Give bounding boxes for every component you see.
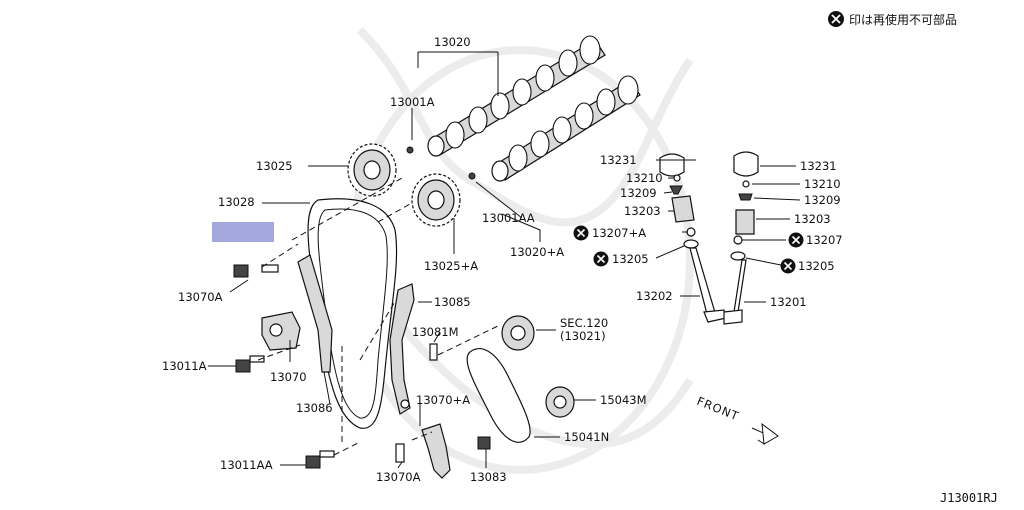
- label-13205-right: 13205: [798, 259, 835, 273]
- camshaft-intake: [491, 75, 641, 182]
- bolt-13070a-top: [233, 264, 279, 278]
- tensioner-13070: [261, 311, 301, 351]
- dowel-pin: [406, 146, 414, 154]
- leader-lines: [208, 51, 801, 469]
- label-13205-left: 13205: [612, 252, 649, 266]
- label-13070a-top: 13070A: [178, 290, 223, 304]
- label-13207-left: 13207+A: [592, 226, 646, 240]
- camshaft-exhaust: [427, 35, 606, 157]
- diagram-code: J13001RJ: [940, 491, 998, 505]
- non-reusable-markers: [573, 225, 804, 274]
- label-sec120: SEC.120: [560, 316, 608, 330]
- sprocket-13025: [347, 143, 397, 197]
- sprocket-13025a: [411, 173, 461, 227]
- label-13201: 13201: [770, 295, 807, 309]
- tensioner-13070a: [421, 423, 451, 479]
- x-circle-icon: [788, 232, 804, 248]
- label-13070a-bottom: 13070A: [376, 470, 421, 484]
- label-13085: 13085: [434, 295, 471, 309]
- x-circle-icon: [780, 258, 796, 274]
- label-13025: 13025: [256, 159, 293, 173]
- pin-13081m: [429, 343, 438, 361]
- label-13209-left: 13209: [620, 186, 657, 200]
- label-13070a-plus: 13070+A: [416, 393, 470, 407]
- label-13203-left: 13203: [624, 204, 661, 218]
- label-13083: 13083: [470, 470, 507, 484]
- notice-text: 印は再使用不可部品: [849, 12, 957, 27]
- notice: 印は再使用不可部品: [828, 11, 957, 27]
- label-13020a: 13020+A: [510, 245, 564, 259]
- pin-13070a-bottom: [395, 443, 405, 463]
- nut-13083: [477, 436, 491, 450]
- label-15043m: 15043M: [600, 393, 647, 407]
- front-indicator: FRONT: [695, 394, 779, 445]
- chain-15041n: [466, 348, 531, 443]
- front-label: FRONT: [695, 394, 741, 424]
- label-13011aa: 13011AA: [220, 458, 273, 472]
- label-13081m: 13081M: [412, 325, 459, 339]
- dashed-guides: [257, 177, 501, 456]
- highlight-box: [212, 222, 274, 242]
- label-15041n: 15041N: [564, 430, 609, 444]
- label-13086: 13086: [296, 401, 333, 415]
- dowel-pin: [468, 172, 476, 180]
- label-13231-right: 13231: [800, 159, 837, 173]
- sprocket-15043m: [545, 386, 575, 418]
- valve-train-right: [723, 151, 759, 325]
- label-13025a: 13025+A: [424, 259, 478, 273]
- label-13203-right: 13203: [794, 212, 831, 226]
- label-13231-left: 13231: [600, 153, 637, 167]
- label-13210-right: 13210: [804, 177, 841, 191]
- label-13001aa: 13001AA: [482, 211, 535, 225]
- label-13210-left: 13210: [626, 171, 663, 185]
- bolt-13011a: [235, 355, 265, 373]
- sprocket-sec120: [501, 315, 535, 351]
- label-sec120-sub: (13021): [560, 329, 606, 343]
- label-13011a: 13011A: [162, 359, 207, 373]
- label-13207-right: 13207: [806, 233, 843, 247]
- x-circle-icon: [593, 251, 609, 267]
- label-13001a: 13001A: [390, 95, 435, 109]
- label-13070: 13070: [270, 370, 307, 384]
- label-13028: 13028: [218, 195, 255, 209]
- bolt-13011aa: [305, 450, 335, 469]
- x-circle-icon: [573, 225, 589, 241]
- tensioner-arm: [389, 283, 415, 415]
- chain-guide: [297, 254, 333, 373]
- label-13020: 13020: [434, 35, 471, 49]
- label-13209-right: 13209: [804, 193, 841, 207]
- label-13202: 13202: [636, 289, 673, 303]
- part-labels: 13020 13001A 13025 13028 13025+A 13001AA…: [162, 35, 843, 484]
